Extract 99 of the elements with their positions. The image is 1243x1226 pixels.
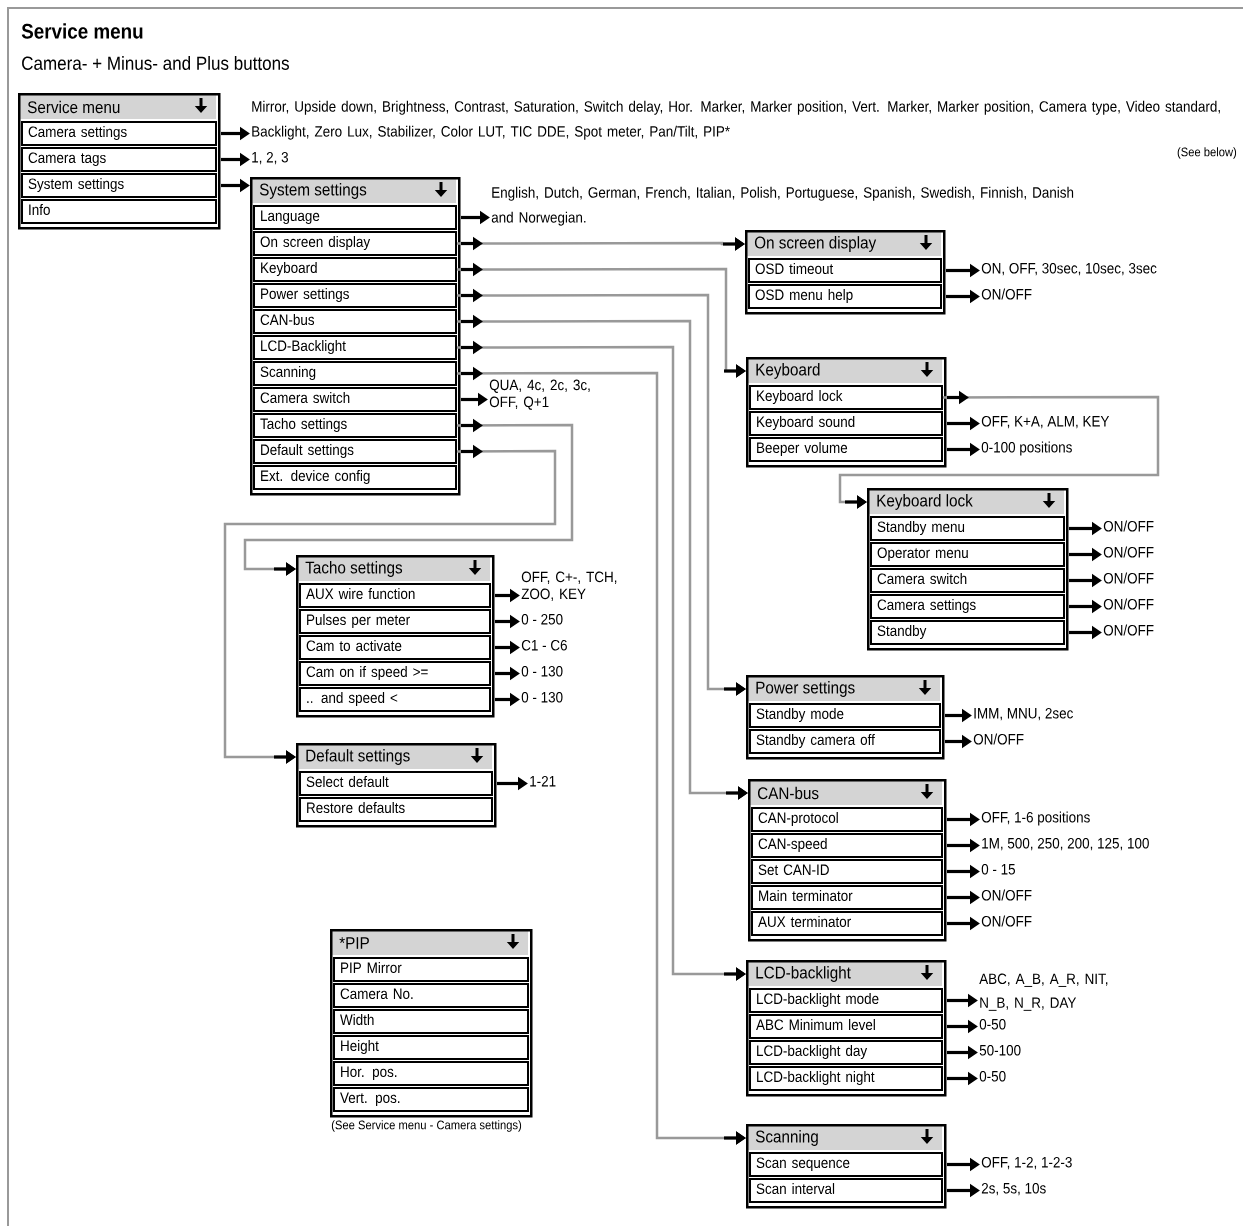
value-text: ON/OFF [981, 889, 1032, 901]
menu-item: Operator menu [870, 542, 1065, 567]
menu-item: On screen display [253, 231, 457, 256]
menu-item: Camera settings [21, 121, 217, 146]
menu-item: Width [333, 1009, 529, 1034]
value-text: ABC, A_B, A_R, NIT, N_B, N_R, DAY [979, 973, 1108, 1011]
value-text: ON/OFF [1103, 624, 1154, 636]
menu-item: Main terminator [751, 885, 943, 910]
menu-item: Scanning [253, 361, 457, 386]
menu-heading: *PIP [339, 937, 369, 949]
menu-heading: On screen display [754, 236, 877, 252]
menu-item: LCD-Backlight [253, 335, 457, 360]
menu-item: Camera No. [333, 983, 529, 1008]
value-text: ON/OFF [1103, 520, 1154, 532]
menu-heading: Keyboard lock [877, 494, 973, 510]
menu-item: LCD-backlight mode [749, 988, 943, 1013]
menu-item: LCD-backlight day [749, 1040, 943, 1065]
menu-item: Keyboard lock [749, 385, 943, 410]
menu-item: Vert. pos. [333, 1087, 529, 1112]
menu-item: CAN-speed [751, 833, 943, 858]
menu-item: Cam on if speed >= [299, 661, 491, 686]
value-text: ON/OFF [1103, 598, 1154, 610]
value-text: 0 - 130 [521, 691, 563, 703]
menu-item: Camera switch [253, 387, 457, 412]
value-text: 0-100 positions [981, 441, 1072, 456]
value-text: 1-21 [530, 775, 556, 787]
menu-heading: System settings [259, 183, 367, 199]
menu-item: CAN-protocol [751, 807, 943, 832]
menu-item: System settings [21, 173, 217, 198]
menu-heading: CAN-bus [758, 786, 819, 800]
menu-item: AUX wire function [299, 583, 491, 608]
value-text: 2s, 5s, 10s [981, 1182, 1046, 1196]
menu-item: Pulses per meter [299, 609, 491, 634]
value-text: ON, OFF, 30sec, 10sec, 3sec [981, 262, 1157, 276]
menu-item: Ext. device config [253, 465, 457, 490]
menu-item: OSD menu help [748, 284, 942, 309]
value-text: 50-100 [979, 1044, 1021, 1056]
value-text: IMM, MNU, 2sec [974, 707, 1073, 721]
menu-item: CAN-bus [253, 309, 457, 334]
note: (See Service menu - Camera settings) [331, 1120, 522, 1132]
value-text: 0 - 130 [521, 665, 563, 677]
menu-item: Select default [299, 771, 493, 796]
menu-item: Height [333, 1035, 529, 1060]
menu-item: Scan interval [749, 1178, 943, 1203]
menu-item: Camera settings [870, 594, 1065, 619]
value-text: ON/OFF [1103, 546, 1154, 558]
menu-item: Cam to activate [299, 635, 491, 660]
menu-item: OSD timeout [748, 258, 942, 283]
value-text: OFF, C+-, TCH, ZOO, KEY [521, 571, 617, 601]
menu-item: Scan sequence [749, 1152, 943, 1177]
menu-item: Tacho settings [253, 413, 457, 438]
menu-item: Beeper volume [749, 437, 943, 462]
value-text: C1 - C6 [521, 639, 567, 651]
value-text: 0-50 [979, 1018, 1006, 1030]
menu-item: Set CAN-ID [751, 859, 943, 884]
menu-item: Power settings [253, 283, 457, 308]
value-text: 0 - 250 [521, 613, 563, 625]
value-text: ON/OFF [981, 915, 1032, 927]
value-text: ON/OFF [1103, 572, 1154, 584]
value-text: English, Dutch, German, French, Italian, Polish, Portuguese, Spanish, Swedish, Finnish, Danish and Norwegian. [491, 186, 1074, 226]
value-text: 1, 2, 3 [252, 151, 288, 165]
menu-heading: Tacho settings [305, 561, 403, 577]
value-text: QUA, 4c, 2c, 3c, OFF, Q+1 [489, 379, 590, 410]
menu-heading: LCD-backlight [756, 966, 851, 982]
menu-item: Standby menu [870, 516, 1065, 541]
value-text: OFF, K+A, ALM, KEY [981, 415, 1110, 429]
value-text: Mirror, Upside down, Brightness, Contrast, Saturation, Switch delay, Hor. Marker, Marker position, Vert. Marker, Marker position, Camera type, Video standard, Backlight, Zero Lux, Stabilizer, Color LUT, TIC DDE, Spot meter, Pan/Tilt, PIP* [252, 100, 1220, 140]
menu-heading: Scanning [755, 1130, 818, 1146]
menu-item: Standby camera off [749, 729, 941, 754]
menu-item: ABC Minimum level [749, 1014, 943, 1039]
menu-item: AUX terminator [751, 911, 943, 936]
value-text: OFF, 1-2, 1-2-3 [981, 1156, 1072, 1170]
menu-item: Standby [870, 620, 1065, 645]
menu-item: Keyboard sound [749, 411, 943, 436]
menu-item: Hor. pos. [333, 1061, 529, 1086]
menu-heading: Service menu [27, 100, 120, 114]
value-text: 0-50 [979, 1070, 1006, 1082]
note: (See below) [1177, 147, 1237, 159]
menu-item: Default settings [253, 439, 457, 464]
value-text: 0 - 15 [981, 863, 1015, 875]
menu-heading: Keyboard [756, 363, 820, 379]
menu-item: Info [21, 199, 217, 224]
value-text: ON/OFF [973, 733, 1024, 745]
value-text: OFF, 1-6 positions [981, 811, 1090, 826]
menu-heading: Power settings [756, 681, 855, 697]
menu-item: LCD-backlight night [749, 1066, 943, 1091]
menu-item: Camera tags [21, 147, 217, 172]
value-text: 1M, 500, 250, 200, 125, 100 [982, 837, 1149, 851]
menu-item: Camera switch [870, 568, 1065, 593]
menu-item: PIP Mirror [333, 957, 529, 982]
menu-item: Keyboard [253, 257, 457, 282]
menu-item: Standby mode [749, 703, 941, 728]
menu-heading: Default settings [306, 749, 410, 765]
menu-item: .. and speed < [299, 687, 491, 712]
value-text: ON/OFF [981, 288, 1032, 300]
menu-item: Restore defaults [299, 797, 493, 822]
title: Service menu [21, 23, 143, 39]
menu-item: Language [253, 205, 457, 230]
subtitle: Camera- + Minus- and Plus buttons [22, 56, 289, 70]
